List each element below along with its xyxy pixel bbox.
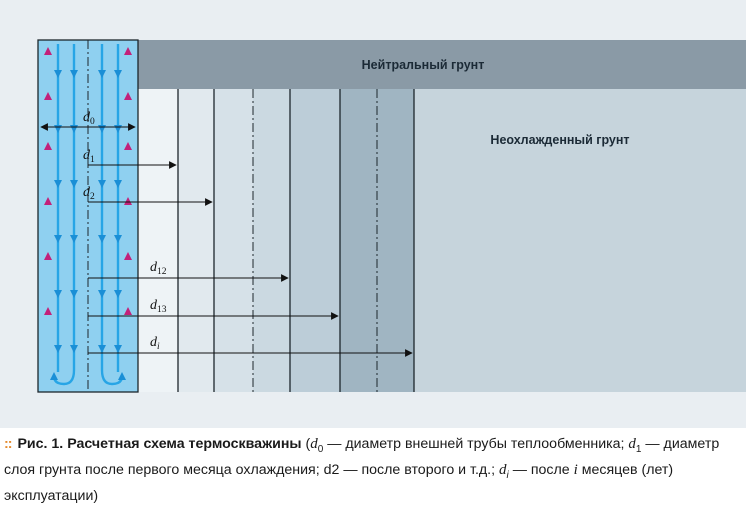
d12-label: d12 xyxy=(150,260,167,277)
caption-i-symbol: i xyxy=(573,461,578,478)
neutral-ground-label: Нейтральный грунт xyxy=(362,58,485,72)
uncooled-ground-label: Неохлажденный грунт xyxy=(490,133,629,147)
caption-di-sub: i xyxy=(506,469,509,481)
caption-d1-sub: 1 xyxy=(635,443,642,455)
cooled-layer-6 xyxy=(340,89,414,392)
d13-label: d13 xyxy=(150,298,167,315)
d0-label: d0 xyxy=(83,110,95,127)
figure-caption: ::Рис. 1. Расчетная схема термоскважины … xyxy=(4,434,744,507)
caption-open-paren: ( xyxy=(305,436,311,452)
figure-title: Расчетная схема термоскважины xyxy=(67,436,302,452)
thermowell-diagram: Нейтральный грунт Неохлажденный грунт xyxy=(37,39,746,393)
caption-text-1: — диаметр внешней трубы теплообменника; xyxy=(323,436,629,452)
upward-arrowheads xyxy=(44,47,132,315)
cooled-layer-4 xyxy=(253,89,290,392)
cooled-layer-2 xyxy=(178,89,214,392)
caption-bullet-icon: :: xyxy=(4,436,13,452)
caption-d1-symbol: d xyxy=(628,436,636,452)
cooled-layer-1 xyxy=(138,89,178,392)
cooled-layer-3 xyxy=(214,89,253,392)
d1-label: d1 xyxy=(83,148,95,165)
d2-label: d2 xyxy=(83,185,95,202)
caption-text-4: месяцев (лет) эксплуатации) xyxy=(4,461,674,504)
diagram-panel: Нейтральный грунт Неохлажденный грунт xyxy=(0,0,746,428)
layer-boundaries xyxy=(177,89,415,392)
di-label: di xyxy=(150,335,160,352)
cooled-layer-5 xyxy=(290,89,340,392)
caption-di-symbol: d xyxy=(499,461,507,478)
figure-label: Рис. 1. xyxy=(17,436,64,452)
neutral-ground-band xyxy=(138,40,746,89)
uturn-arrowhead-left xyxy=(50,372,58,380)
caption-d0-symbol: d xyxy=(310,436,318,452)
uncooled-ground xyxy=(414,89,746,392)
caption-d0-sub: 0 xyxy=(317,443,324,455)
caption-text-3: — после xyxy=(508,461,574,478)
caption-text-2: — диаметр слоя грунта после первого меся… xyxy=(4,436,720,478)
uturn-arrowhead-right xyxy=(118,372,126,380)
